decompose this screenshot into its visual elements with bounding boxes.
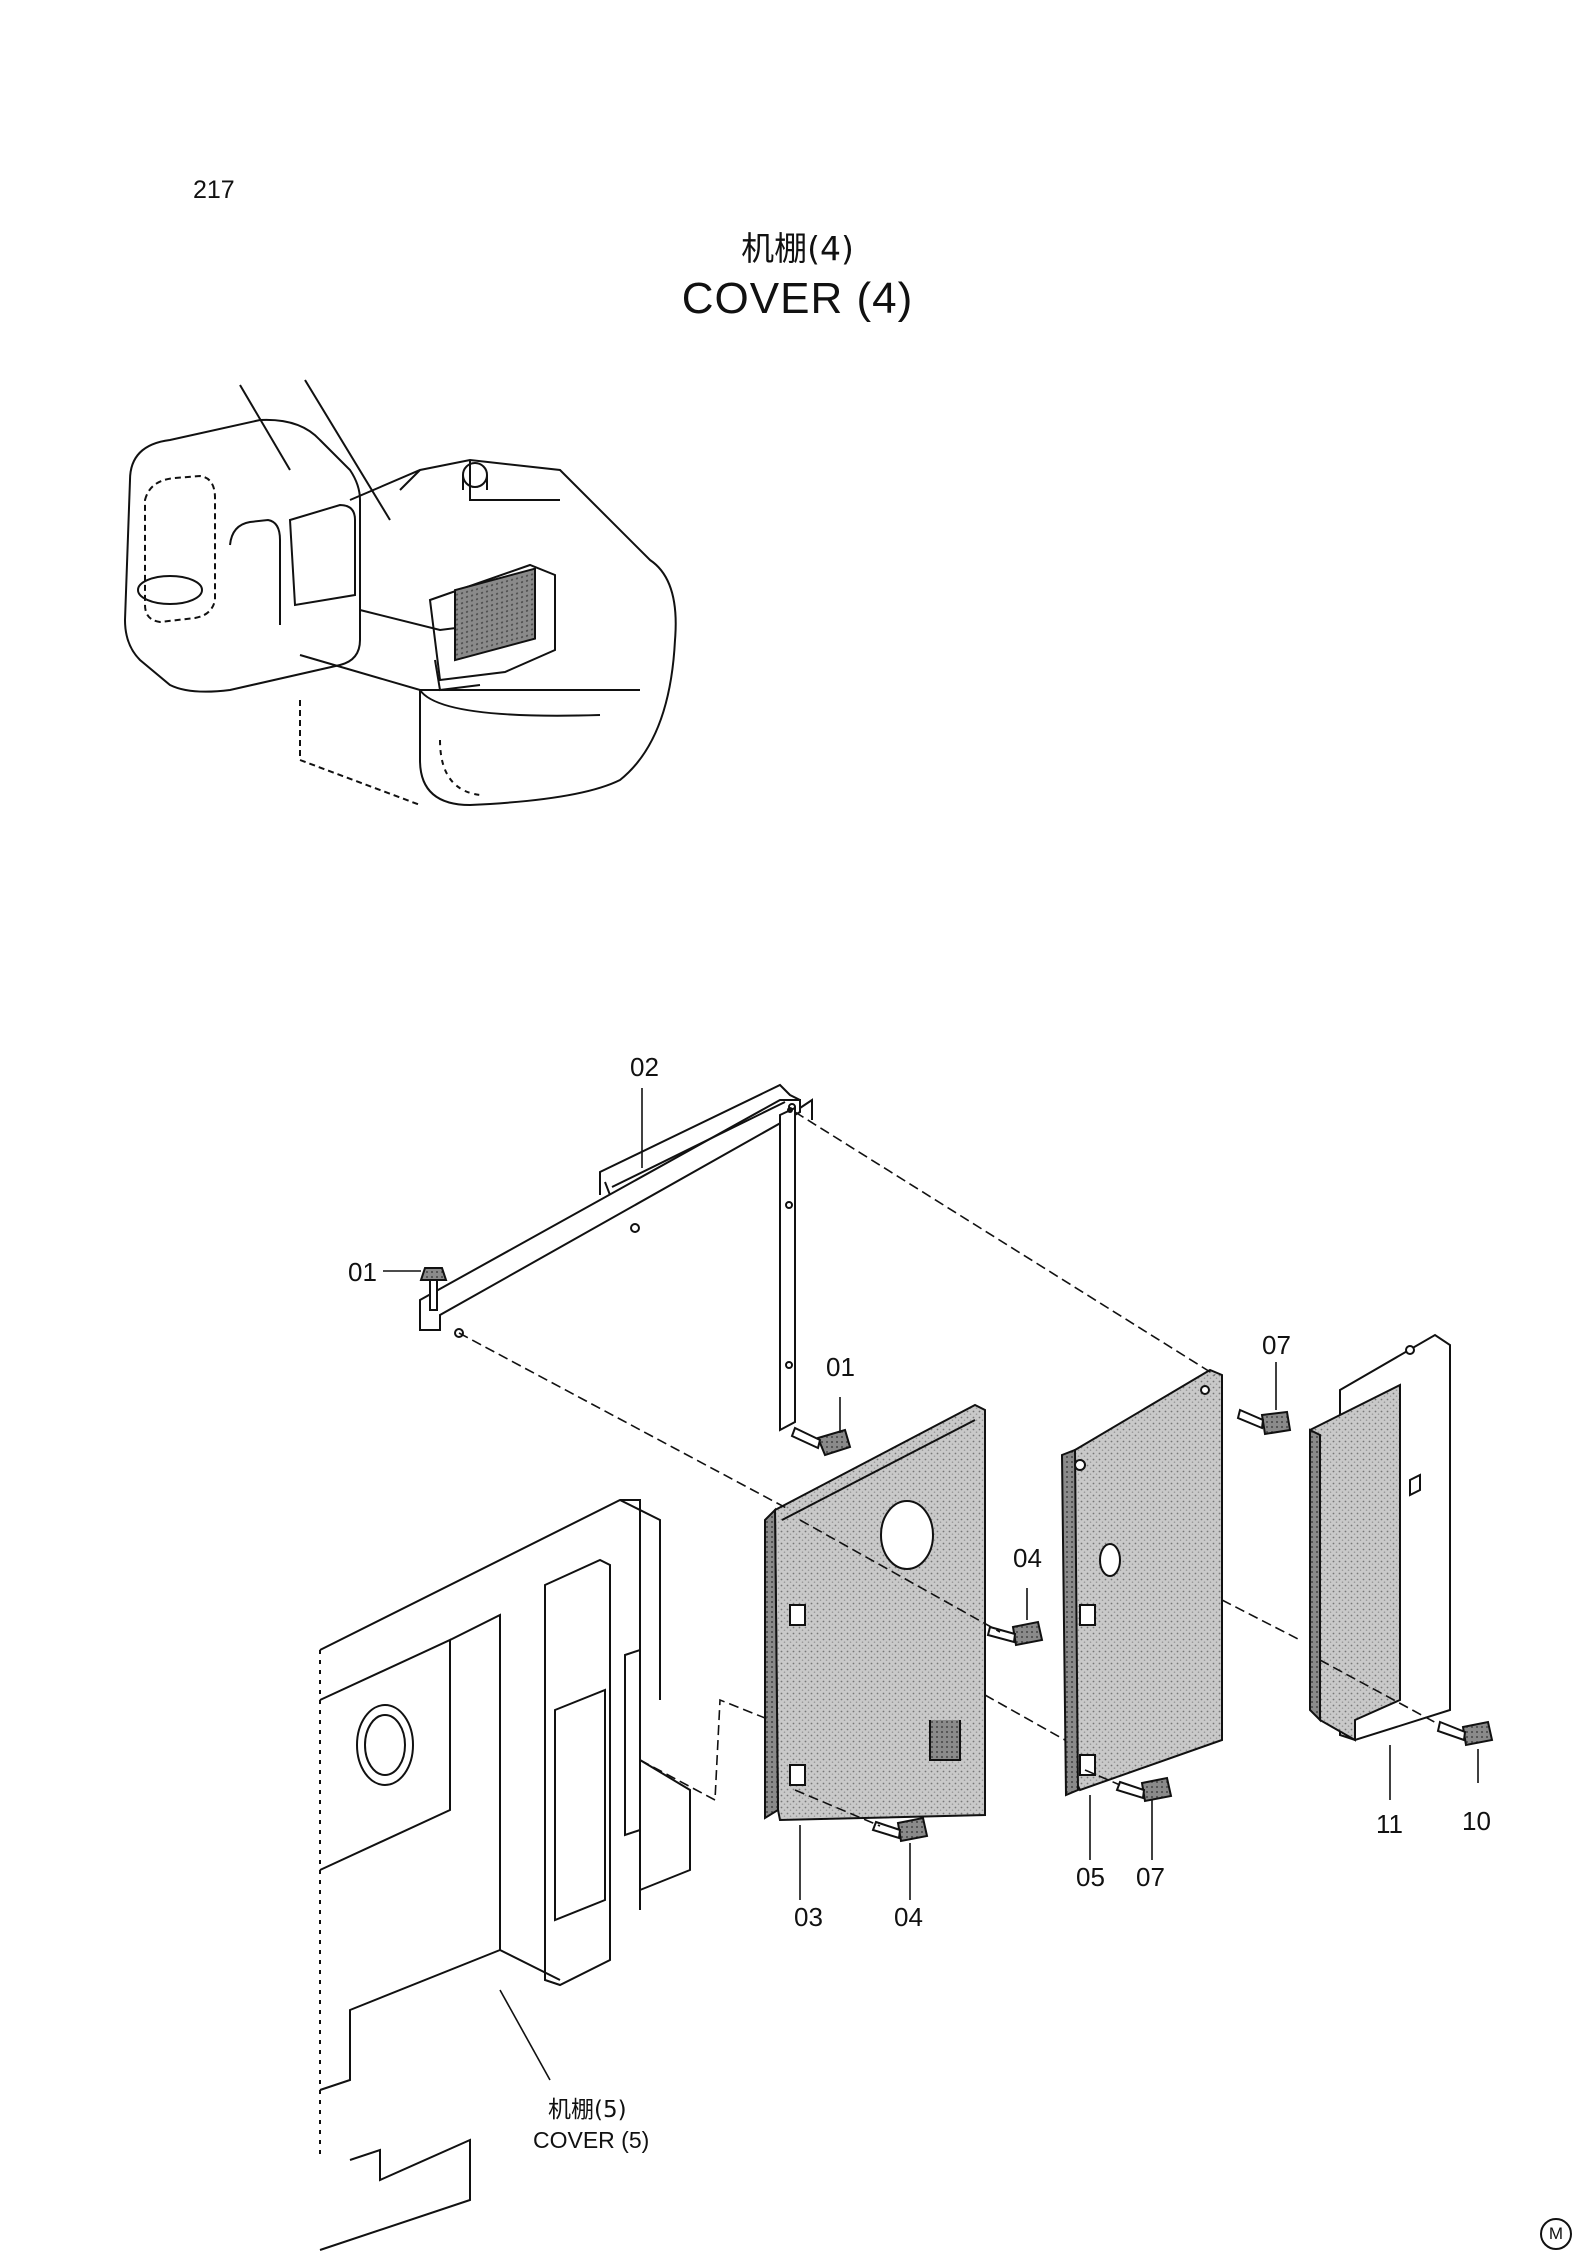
bolt-part-10 [1436,1720,1494,1747]
bolt-part-01-left [419,1267,448,1311]
bolt-part-04-upper [986,1620,1044,1647]
page-number: 217 [193,176,235,204]
adjacent-cover-5-outline [319,1499,691,2251]
title-chinese: 机棚(4) [741,229,854,268]
bolt-part-07-top [1236,1408,1292,1436]
callout-07-top: 07 [1262,1330,1291,1360]
title-english: COVER (4) [681,274,914,323]
callout-01-mid: 01 [826,1352,855,1382]
assembly-lines [458,1111,1441,1827]
reference-label-chinese: 机棚(5) [548,2097,627,2123]
callout-04-lower: 04 [894,1902,923,1932]
bolt-part-04-lower [871,1816,929,1843]
callout-leaders [383,1088,1479,2081]
excavator-overview-illustration [123,379,677,807]
cover-panel-part-05 [1060,1368,1223,1797]
callout-07-bottom: 07 [1136,1862,1165,1892]
callout-02: 02 [630,1052,659,1082]
bracket-part-02 [419,1083,813,1432]
callout-01-left: 01 [348,1257,377,1287]
callout-05: 05 [1076,1862,1105,1892]
reference-label-english: COVER (5) [533,2127,650,2153]
bracket-part-11 [1309,1333,1451,1742]
callout-04-upper: 04 [1013,1543,1042,1573]
callout-03: 03 [794,1902,823,1932]
callout-11: 11 [1376,1809,1403,1839]
callout-10: 10 [1462,1806,1491,1836]
bolt-part-07-bottom [1115,1776,1173,1803]
cover-panel-part-03 [764,1403,986,1822]
bolt-part-01-mid [790,1426,852,1457]
bracket-hole [787,1107,793,1113]
corner-mark-icon: M [1540,2218,1572,2250]
